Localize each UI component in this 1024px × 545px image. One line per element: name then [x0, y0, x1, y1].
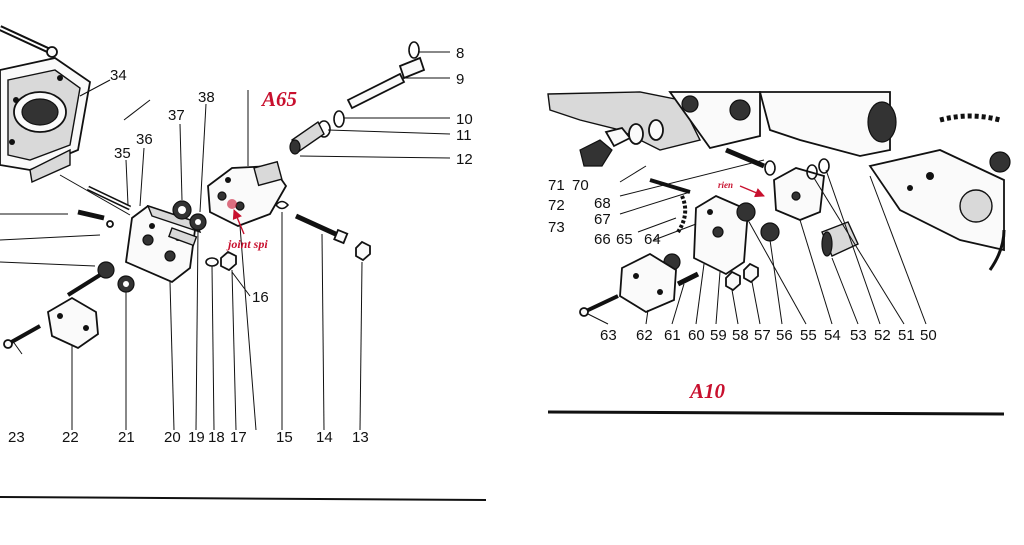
nut-13 [355, 240, 371, 262]
label-52: 52 [874, 327, 891, 344]
label-23: 23 [8, 429, 25, 446]
sleeve-52 [821, 221, 859, 257]
crankcase-fragment [0, 57, 91, 184]
washer-53 [764, 160, 776, 176]
label-38: 38 [198, 89, 215, 106]
leader-lines-a10 [587, 159, 927, 325]
studs-35 [0, 185, 132, 267]
nut-57 [743, 262, 759, 284]
nut-17 [220, 250, 237, 272]
label-12: 12 [456, 151, 473, 168]
bolt-14 [294, 213, 349, 245]
label-11: 11 [456, 127, 472, 144]
label-36: 36 [136, 131, 153, 148]
label-53: 53 [850, 327, 867, 344]
cover-plate-22 [47, 296, 99, 350]
gear-21 [117, 275, 135, 293]
label-20: 20 [164, 429, 181, 446]
label-34: 34 [110, 67, 127, 84]
gear-56 [736, 202, 756, 222]
spindle-gear [66, 261, 115, 297]
rien-arrow [739, 185, 765, 198]
label-66: 66 [594, 231, 611, 248]
label-68: 68 [594, 195, 611, 212]
label-57: 57 [754, 327, 771, 344]
banjo-bolt-70 [579, 119, 664, 167]
label-67: 67 [594, 211, 611, 228]
label-59: 59 [710, 327, 727, 344]
label-50: 50 [920, 327, 937, 344]
a65-bottom-rule [0, 496, 487, 501]
label-16: 16 [252, 289, 269, 306]
a10-bottom-rule [547, 410, 1005, 416]
oring-8 [408, 41, 420, 59]
label-63: 63 [600, 327, 617, 344]
gear-55 [760, 222, 780, 242]
clip-15 [274, 200, 290, 210]
label-18: 18 [208, 429, 225, 446]
label-70: 70 [572, 177, 589, 194]
joint-spi-label: joint spi [226, 237, 268, 251]
pump-body-a10 [693, 194, 749, 276]
label-62: 62 [636, 327, 653, 344]
cover-62 [619, 252, 677, 314]
gear-37 [172, 200, 192, 220]
stud-67 [649, 178, 691, 194]
label-10: 10 [456, 111, 473, 128]
pump-housing [207, 160, 288, 227]
label-22: 22 [62, 429, 79, 446]
label-72: 72 [548, 197, 565, 214]
label-15: 15 [276, 429, 293, 446]
label-56: 56 [776, 327, 793, 344]
spindle-61 [676, 271, 700, 287]
label-17: 17 [230, 429, 247, 446]
a10-title: A10 [688, 379, 726, 403]
screw-23 [3, 324, 41, 349]
stud-68 [725, 147, 765, 169]
label-71: 71 [548, 177, 565, 194]
label-21: 21 [118, 429, 135, 446]
label-60: 60 [688, 327, 705, 344]
label-58: 58 [732, 327, 749, 344]
label-9: 9 [456, 71, 464, 88]
gear-19 [189, 213, 207, 231]
label-13: 13 [352, 429, 369, 446]
leader-lines-a65 [11, 51, 451, 431]
pump-top-54 [773, 158, 830, 221]
sleeve-12 [289, 120, 325, 155]
a65-exploded-view: A65 joint spi 34 38 37 36 35 8 9 10 11 1… [0, 25, 487, 501]
engine-casing [547, 91, 1011, 271]
label-73: 73 [548, 219, 565, 236]
label-8: 8 [456, 45, 464, 62]
a10-exploded-view: A10 rien 71 70 72 68 67 73 66 65 64 63 6… [547, 91, 1011, 416]
label-61: 61 [664, 327, 681, 344]
spring-66 [676, 195, 688, 234]
shaft-9 [346, 56, 426, 110]
nut-58 [725, 270, 741, 292]
joint-spi-arrow [232, 209, 245, 235]
label-14: 14 [316, 429, 333, 446]
label-64: 64 [644, 231, 661, 248]
label-35: 35 [114, 145, 131, 162]
washer-18 [205, 257, 219, 267]
label-51: 51 [898, 327, 915, 344]
rien-label: rien [718, 180, 733, 190]
label-19: 19 [188, 429, 205, 446]
oil-pump-body [125, 204, 202, 284]
bolt-63 [583, 294, 619, 314]
label-54: 54 [824, 327, 841, 344]
label-37: 37 [168, 107, 185, 124]
label-55: 55 [800, 327, 817, 344]
label-65: 65 [616, 231, 633, 248]
a65-title: A65 [260, 87, 297, 111]
top-bolt [0, 25, 58, 58]
